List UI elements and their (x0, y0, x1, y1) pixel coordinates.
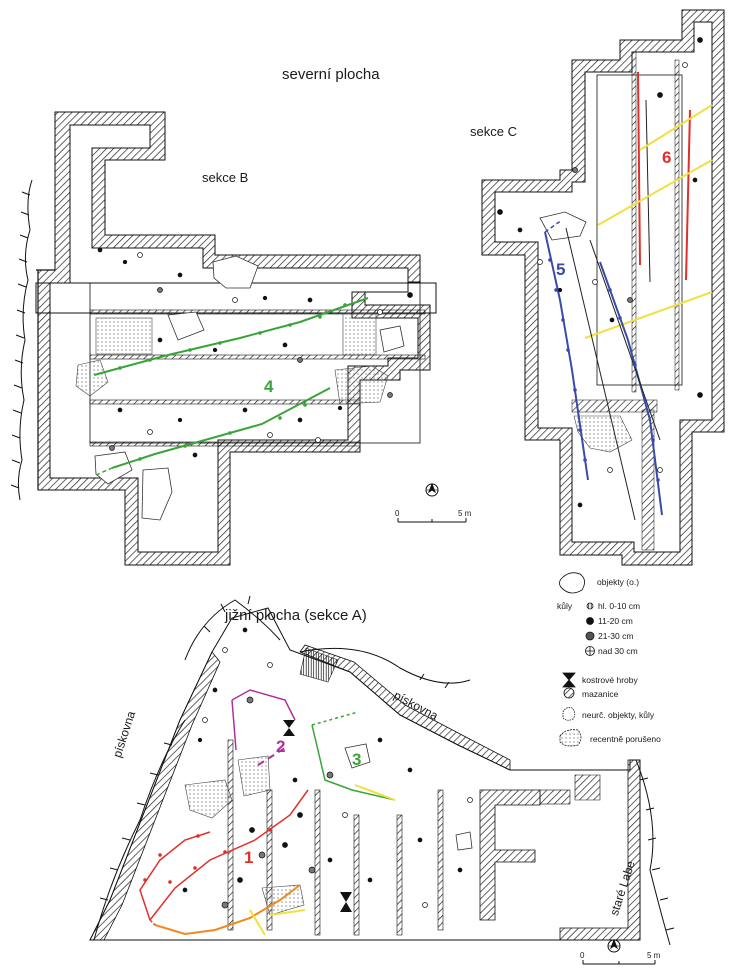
transect-number-2: 2 (276, 737, 286, 756)
north-area-title: severní plocha (282, 66, 380, 83)
daub-icon (563, 687, 575, 699)
scale-start-south: 0 (580, 951, 585, 960)
post-holes (97, 37, 703, 909)
legend-post-depth-1: hl. 0-10 cm (598, 601, 641, 611)
legend-post-depth-2: 11-20 cm (598, 616, 633, 626)
disturbed-icon (559, 729, 582, 747)
transect-number-5: 5 (556, 260, 566, 279)
section-a-plan (89, 595, 675, 946)
section-b-plan (10, 111, 437, 566)
legend-undetermined: neurč. objekty, kůly (582, 710, 655, 720)
legend-objects: objekty (o.) (597, 577, 640, 587)
post-over-30-cross (585, 646, 595, 656)
transect-number-4: 4 (264, 377, 274, 396)
scale-bar (397, 518, 467, 523)
north-arrow-icon (607, 938, 621, 953)
legend-graves: kostrové hroby (582, 675, 638, 685)
objects-icon (559, 572, 585, 594)
scale-end-north: 5 m (458, 509, 472, 518)
legend-post-depth-3: 21-30 cm (598, 631, 634, 641)
post-0-10-icon (586, 602, 594, 610)
transect-number-3: 3 (352, 750, 362, 769)
legend-symbols (559, 572, 595, 747)
section-c-plan (481, 9, 725, 566)
scale-end-south: 5 m (647, 951, 661, 960)
south-area-title: jižní plocha (sekce A) (225, 607, 367, 624)
scale-bar (582, 960, 656, 965)
legend-disturbed: recentně porušeno (590, 734, 661, 744)
legend-post-depth-4: nad 30 cm (598, 646, 638, 656)
transect-number-1: 1 (244, 848, 254, 867)
section-c-label: sekce C (470, 124, 517, 139)
scale-start-north: 0 (395, 509, 400, 518)
legend-posts-label: kůly (557, 601, 573, 611)
transect-number-6: 6 (662, 148, 672, 167)
legend-daub: mazanice (582, 689, 619, 699)
section-b-label: sekce B (202, 170, 249, 185)
post-11-20-icon (586, 617, 594, 625)
undetermined-icon (562, 707, 576, 721)
post-21-30-icon (585, 631, 595, 641)
north-arrow-icon (425, 482, 439, 497)
grave-icon (562, 672, 576, 688)
